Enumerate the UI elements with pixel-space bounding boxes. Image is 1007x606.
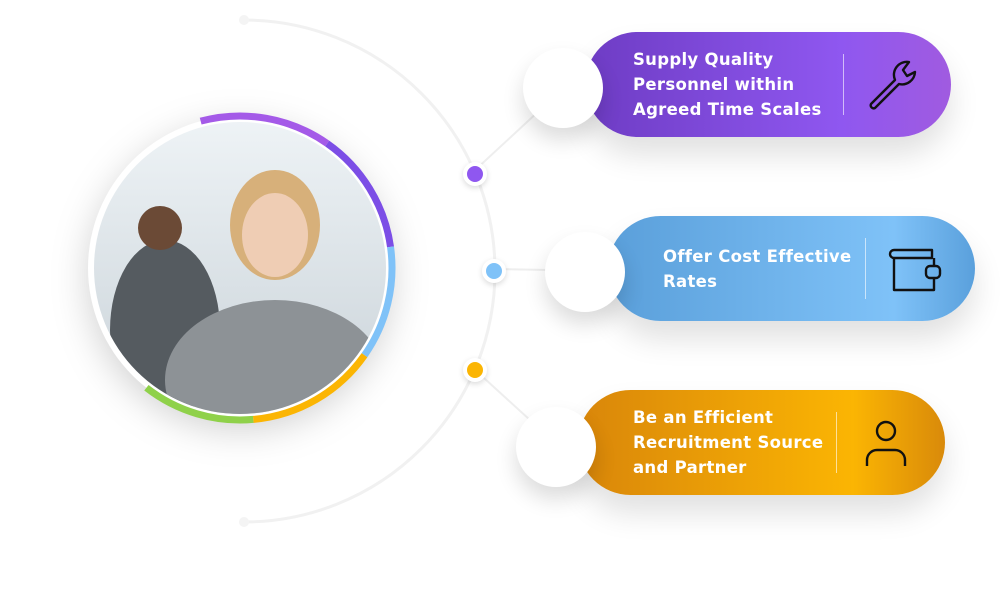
ring-segment: [199, 112, 330, 147]
connector-line: [472, 109, 541, 173]
divider: [836, 412, 837, 473]
ring-segment: [361, 246, 396, 358]
card-knob: [545, 232, 625, 312]
card-recruitment-source: Be an Efficient Recruitment Source and P…: [578, 390, 945, 495]
label-line: Offer Cost Effective: [663, 246, 852, 266]
timeline-dot: [482, 259, 506, 283]
card-label: Offer Cost Effective Rates: [663, 244, 851, 294]
label-line: Be an Efficient: [633, 408, 774, 427]
wallet-icon: [888, 248, 942, 292]
progress-ring: [144, 112, 396, 424]
arc-end: [239, 15, 249, 25]
ring-segment: [252, 353, 368, 423]
ring-segment: [144, 385, 254, 424]
user-icon: [865, 420, 907, 466]
card-knob: [516, 407, 596, 487]
divider: [865, 238, 866, 299]
timeline-dot: [463, 358, 487, 382]
label-line: Supply Quality: [633, 50, 774, 69]
label-line: Personnel within: [633, 75, 795, 94]
divider: [843, 54, 844, 115]
photo: [88, 116, 392, 420]
wrench-icon: [869, 60, 917, 110]
card-knob: [523, 48, 603, 128]
card-label: Supply Quality Personnel within Agreed T…: [633, 47, 822, 122]
label-line: Rates: [663, 271, 718, 291]
card-cost-effective: Offer Cost Effective Rates: [608, 216, 975, 321]
arc-end: [239, 517, 249, 527]
label-line: and Partner: [633, 458, 747, 477]
card-supply-quality: Supply Quality Personnel within Agreed T…: [585, 32, 951, 137]
label-line: Recruitment Source: [633, 433, 824, 452]
card-label: Be an Efficient Recruitment Source and P…: [633, 405, 823, 480]
ring-segment: [325, 140, 394, 248]
label-line: Agreed Time Scales: [633, 100, 822, 119]
timeline-dot: [463, 162, 487, 186]
